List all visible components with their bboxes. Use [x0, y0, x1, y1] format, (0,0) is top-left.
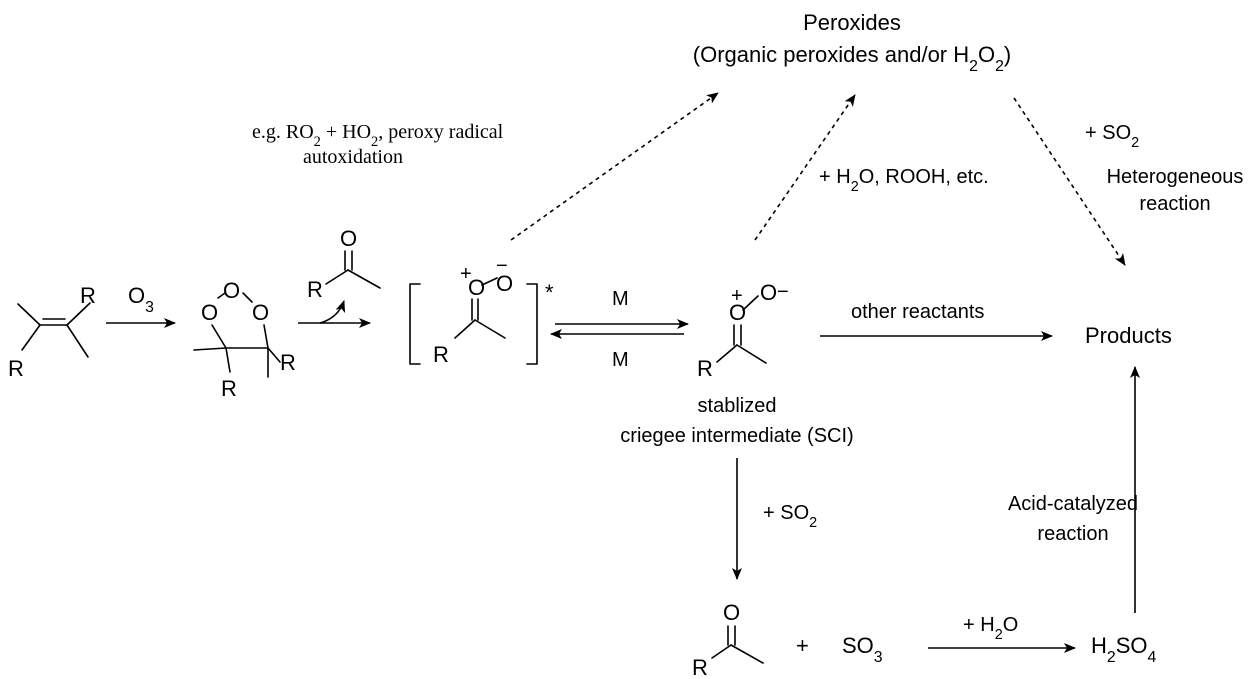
excited-o-inner: O	[468, 275, 485, 300]
ozone-text: O3	[128, 283, 154, 316]
ozonide-o-top: O	[223, 278, 240, 303]
h2so4-label: H2SO4	[1091, 633, 1157, 666]
sci-plus: +	[731, 285, 743, 307]
excited-r: R	[433, 342, 449, 367]
carbonyl-r-top: R	[307, 277, 323, 302]
ozonide-o-right: O	[252, 300, 269, 325]
eg-label-line2: autoxidation	[303, 146, 403, 168]
so3-text: SO3	[842, 633, 883, 666]
sci-minus: −	[777, 281, 789, 303]
heterogeneous-line1: Heterogeneous	[1107, 166, 1244, 188]
ozone-label: O3	[128, 283, 154, 316]
excited-star: *	[545, 280, 554, 305]
m-label-bottom: M	[612, 349, 629, 371]
ozonide-o-left: O	[201, 300, 218, 325]
carbonyl-bottom-o: O	[723, 600, 740, 625]
carbonyl-bottom-structure: O R	[692, 600, 764, 679]
heterogeneous-line2: reaction	[1139, 193, 1210, 215]
ozonide-r-bottom: R	[221, 376, 237, 401]
peroxides-subtitle: (Organic peroxides and/or H2O2)	[693, 42, 1011, 75]
sci-o-inner: O	[729, 300, 746, 325]
so2-down-label: + SO2	[763, 502, 817, 531]
sci-label-line1: stablized	[698, 395, 777, 417]
so2-top-label: + SO2	[1085, 122, 1139, 151]
water-rooh-label: + H2O, ROOH, etc.	[819, 166, 989, 195]
h2so4-text: H2SO4	[1091, 633, 1157, 666]
eg-label-line1: e.g. RO2 + HO2, peroxy radical	[252, 121, 504, 150]
excited-criegee-structure: * + O − O R	[409, 255, 554, 367]
alkene-r-bottom: R	[8, 356, 24, 381]
excited-o-outer: O	[496, 271, 513, 296]
alkene-r-top: R	[80, 283, 96, 308]
m-label-top: M	[612, 288, 629, 310]
carbonyl-o-top: O	[340, 226, 357, 251]
excited-minus: −	[496, 255, 508, 277]
peroxy-radical-arrow	[510, 92, 719, 241]
water-bottom-label: + H2O	[963, 614, 1018, 643]
products-label: Products	[1085, 323, 1172, 348]
carbonyl-leaving-structure: O R	[307, 226, 381, 302]
water-rooh-arrow	[754, 94, 856, 241]
carbonyl-bottom-r: R	[692, 655, 708, 679]
heterogeneous-arrow	[1013, 97, 1126, 266]
sci-r: R	[697, 356, 713, 381]
acid-label-line1: Acid-catalyzed	[1008, 493, 1138, 515]
alkene-structure: R R	[8, 283, 96, 381]
so3-label: SO3	[842, 633, 883, 666]
plus-sign: +	[796, 633, 809, 658]
excited-plus: +	[460, 263, 472, 285]
stabilized-criegee-structure: + O − O R	[697, 280, 789, 381]
carbonyl-release-arrow	[319, 300, 346, 324]
primary-ozonide-structure: O O O R R	[193, 278, 296, 401]
peroxides-title: Peroxides	[803, 10, 901, 35]
other-reactants-label: other reactants	[851, 301, 984, 323]
sci-o-outer: O	[760, 280, 777, 305]
ozonide-r-right: R	[280, 350, 296, 375]
sci-label-line2: criegee intermediate (SCI)	[620, 425, 853, 447]
water-bottom-text: + H2O	[963, 614, 1018, 643]
acid-label-line2: reaction	[1037, 523, 1108, 545]
